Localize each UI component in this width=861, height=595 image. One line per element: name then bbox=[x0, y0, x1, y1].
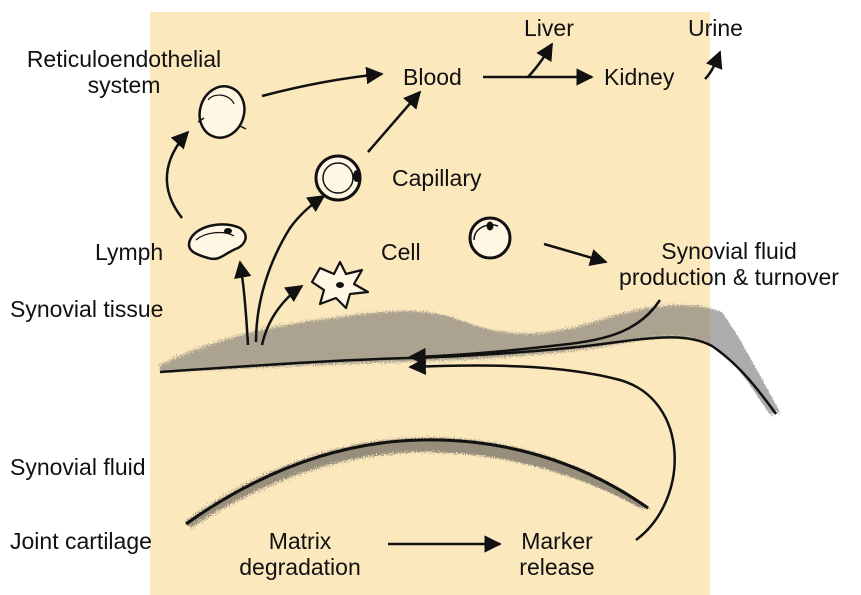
label-synovial-fluid: Synovial fluid bbox=[10, 454, 146, 480]
label-cell: Cell bbox=[381, 239, 421, 265]
label-marker-release: Marker release bbox=[492, 528, 622, 580]
label-kidney: Kidney bbox=[604, 64, 674, 90]
label-synovial-tissue: Synovial tissue bbox=[10, 296, 163, 322]
label-urine: Urine bbox=[688, 15, 743, 41]
label-liver: Liver bbox=[524, 15, 574, 41]
label-reticuloendothelial-system: Reticuloendothelial system bbox=[2, 46, 246, 98]
capillary-icon bbox=[316, 156, 361, 200]
label-joint-cartilage: Joint cartilage bbox=[10, 528, 152, 554]
label-matrix-degradation: Matrix degradation bbox=[220, 528, 380, 580]
synoviocyte-icon bbox=[470, 218, 510, 258]
label-lymph: Lymph bbox=[95, 239, 163, 265]
label-synovial-fluid-production: Synovial fluid production & turnover bbox=[598, 238, 860, 290]
label-blood: Blood bbox=[403, 64, 462, 90]
label-capillary: Capillary bbox=[392, 165, 481, 191]
